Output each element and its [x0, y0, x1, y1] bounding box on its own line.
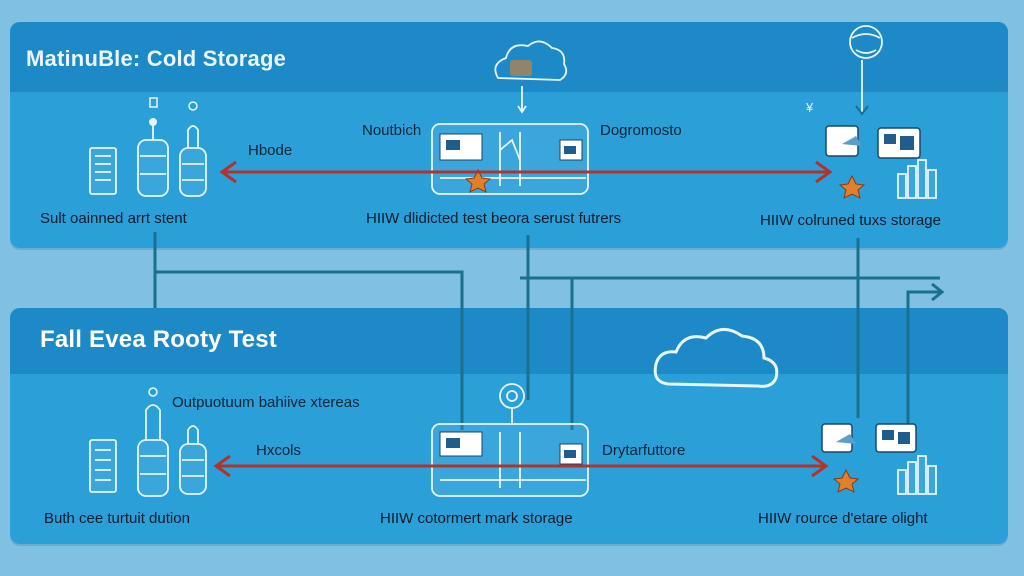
chart-icon — [897, 455, 937, 495]
server-icon — [89, 147, 117, 195]
recovery-test-title: Fall Evea Rooty Test — [40, 326, 277, 353]
cloud-icon — [653, 328, 779, 388]
recovery-test-panel-header — [10, 308, 1008, 374]
bottom-left-caption: Buth cee turtuit dution — [44, 510, 190, 527]
cold-storage-panel-header — [10, 22, 1008, 92]
database-cylinder-icon — [179, 425, 207, 495]
database-cylinder-icon — [137, 97, 169, 197]
laptop-icon — [431, 123, 589, 195]
cold-storage-title: MatinuBle: Cold Storage — [26, 46, 287, 71]
top-flow-arrow — [219, 160, 833, 184]
panel-connectors — [153, 232, 945, 430]
bottom-right-label: Drytarfuttore — [602, 442, 686, 459]
top-left-caption: Sult oainned arrt stent — [40, 210, 187, 227]
database-cylinder-icon — [179, 101, 207, 197]
bottom-center-caption: HIIW cotormert mark storage — [380, 510, 573, 527]
top-center-label: Noutbich — [362, 122, 422, 139]
chart-icon — [821, 423, 917, 453]
star-icon — [464, 168, 492, 193]
bottom-top-label: Outpuotuum bahiive xtereas — [172, 394, 360, 411]
top-center-caption: HIIW dlidicted test beora serust futrers — [366, 210, 622, 227]
bottom-right-caption: HIIW rource d'etare olight — [758, 510, 928, 527]
bottom-left-label: Hxcols — [256, 442, 302, 459]
chart-icon — [897, 159, 937, 199]
top-right-label: Dogromosto — [600, 122, 682, 139]
yen-symbol: ¥ — [806, 100, 814, 115]
bottom-flow-arrow — [213, 454, 829, 478]
star-icon — [838, 174, 866, 199]
server-icon — [89, 439, 117, 493]
globe-icon — [849, 25, 883, 116]
cloud-icon — [494, 40, 568, 114]
chart-icon — [825, 125, 921, 159]
top-right-caption: HIIW colruned tuxs storage — [760, 212, 941, 229]
database-cylinder-icon — [137, 387, 169, 497]
laptop-icon — [431, 383, 589, 497]
star-icon — [832, 468, 860, 493]
top-left-label: Hbode — [248, 142, 293, 159]
